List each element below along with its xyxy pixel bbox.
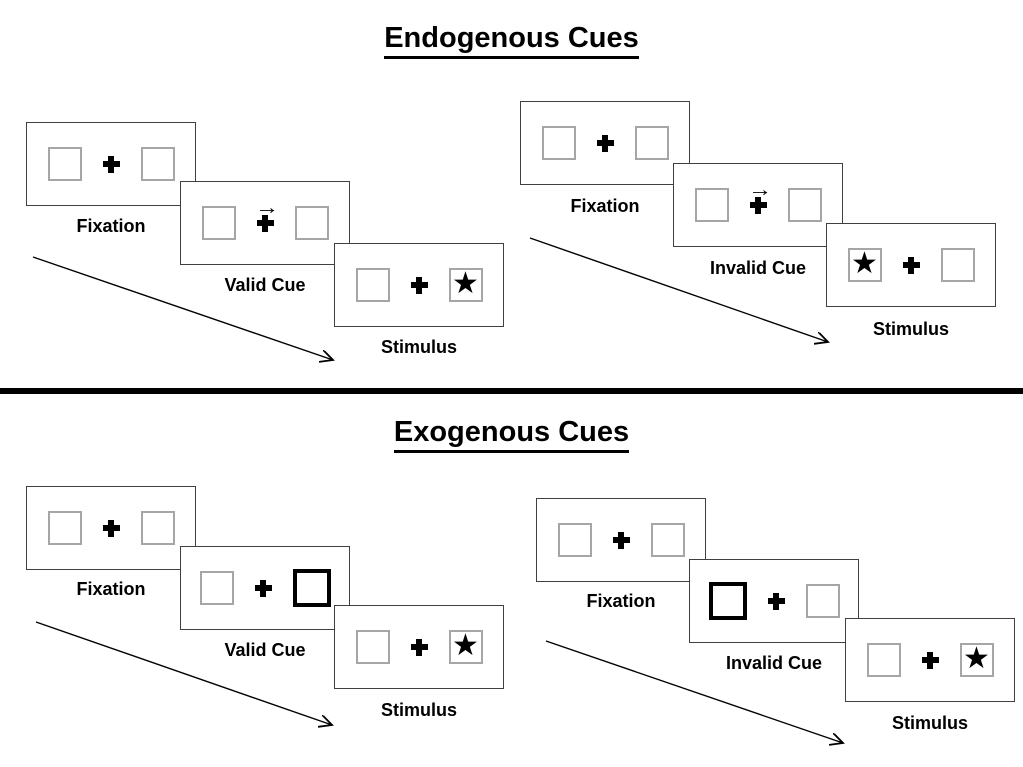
fixation-cross-icon — [767, 592, 785, 610]
left-target-box — [557, 523, 592, 557]
panel-fixation — [26, 122, 196, 206]
panel-stimulus: ★ — [334, 605, 504, 689]
fixation-cross-icon: → — [748, 180, 772, 214]
fixation-cross-icon — [921, 651, 939, 669]
panel-stimulus: ★ — [845, 618, 1015, 702]
step-label-stimulus: Stimulus — [891, 713, 968, 733]
right-target-box — [294, 206, 329, 240]
timeline-arrow-endogenous-invalid — [529, 237, 828, 342]
step-label-stimulus: Stimulus — [872, 319, 949, 339]
left-target-box — [47, 147, 82, 181]
right-target-box — [140, 511, 175, 545]
fixation-cross-icon — [102, 519, 120, 537]
star-icon: ★ — [963, 641, 990, 675]
section-title-endogenous: Endogenous Cues — [0, 22, 1023, 59]
left-target-box — [355, 630, 390, 664]
left-target-box — [201, 206, 236, 240]
star-icon: ★ — [452, 628, 479, 662]
left-target-box — [694, 188, 729, 222]
panel-valid-cue: → — [180, 181, 350, 265]
panel-fixation — [536, 498, 706, 582]
step-label-valid-cue: Valid Cue — [224, 640, 306, 660]
fixation-cross-icon — [596, 134, 614, 152]
fixation-cross-icon — [102, 155, 120, 173]
section-title-text: Exogenous Cues — [393, 416, 630, 453]
right-target-box — [650, 523, 685, 557]
panel-fixation — [520, 101, 690, 185]
star-icon: ★ — [452, 266, 479, 300]
left-target-box — [199, 571, 234, 605]
left-target-box-cued — [708, 582, 747, 620]
right-target-box-cued — [292, 569, 331, 607]
panel-invalid-cue — [689, 559, 859, 643]
right-target-box: ★ — [959, 641, 994, 677]
cue-arrow-icon: → — [747, 178, 772, 201]
fixation-cross-icon — [410, 638, 428, 656]
step-label-fixation: Fixation — [570, 196, 640, 216]
panel-fixation — [26, 486, 196, 570]
left-target-box: ★ — [847, 246, 882, 282]
step-label-fixation: Fixation — [76, 216, 146, 236]
step-label-invalid-cue: Invalid Cue — [709, 258, 807, 278]
step-label-stimulus: Stimulus — [380, 700, 457, 720]
left-target-box — [355, 268, 390, 302]
timeline-arrow-endogenous-valid — [32, 256, 333, 360]
cue-arrow-icon: → — [254, 196, 279, 219]
right-target-box — [940, 248, 975, 282]
right-target-box — [805, 584, 840, 618]
step-label-valid-cue: Valid Cue — [224, 275, 306, 295]
right-target-box — [787, 188, 822, 222]
left-target-box — [47, 511, 82, 545]
panel-stimulus: ★ — [334, 243, 504, 327]
fixation-cross-icon: → — [255, 198, 279, 232]
right-target-box — [634, 126, 669, 160]
step-label-fixation: Fixation — [586, 591, 656, 611]
section-title-exogenous: Exogenous Cues — [0, 416, 1023, 453]
star-icon: ★ — [851, 246, 878, 280]
panel-stimulus: ★ — [826, 223, 996, 307]
step-label-invalid-cue: Invalid Cue — [725, 653, 823, 673]
fixation-cross-icon — [254, 579, 272, 597]
right-target-box: ★ — [448, 266, 483, 302]
fixation-cross-icon — [902, 256, 920, 274]
fixation-cross-icon — [612, 531, 630, 549]
right-target-box — [140, 147, 175, 181]
step-label-stimulus: Stimulus — [380, 337, 457, 357]
section-divider — [0, 388, 1023, 394]
step-label-fixation: Fixation — [76, 579, 146, 599]
section-title-text: Endogenous Cues — [384, 22, 639, 59]
left-target-box — [866, 643, 901, 677]
timeline-arrow-exogenous-valid — [35, 621, 332, 725]
panel-invalid-cue: → — [673, 163, 843, 247]
right-target-box: ★ — [448, 628, 483, 664]
left-target-box — [541, 126, 576, 160]
panel-valid-cue — [180, 546, 350, 630]
timeline-arrow-exogenous-invalid — [545, 640, 843, 743]
fixation-cross-icon — [410, 276, 428, 294]
